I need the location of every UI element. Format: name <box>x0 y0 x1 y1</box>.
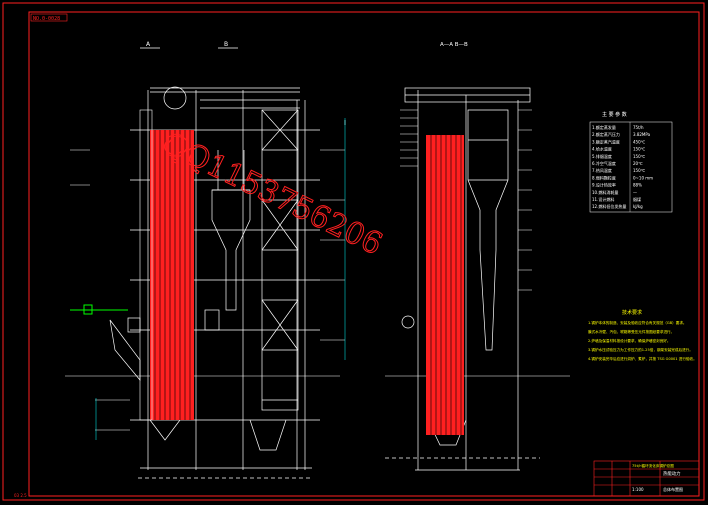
view-marker-a: A <box>146 41 151 48</box>
title-block-project: 75t/h循环流化床锅炉总图 <box>632 463 674 468</box>
spec-row-name: 4.给水温度 <box>592 146 612 152</box>
spec-table-title: 主 要 参 数 <box>602 111 627 118</box>
left-elevation-view: A B <box>65 41 346 479</box>
right-cyclone <box>467 109 509 351</box>
note-line: 膜式水冷壁、汽包、联箱等受压元件按图纸要求进行。 <box>588 329 674 334</box>
right-section-view: A—A B—B <box>385 42 570 471</box>
title-block-company: 热能动力 <box>663 470 681 477</box>
left-furnace-waterwall <box>139 109 194 421</box>
left-dimension-marks <box>95 118 346 440</box>
spec-row-name: 11.设计燃料 <box>592 196 614 202</box>
cyclone-separator <box>211 189 251 311</box>
spec-row-value: 150℃ <box>633 168 646 173</box>
drawing-number-tag-box <box>30 13 68 22</box>
technical-notes: 技术要求 1.锅炉本体的制造、安装及验收应符合有关规范（GB）要求。 膜式水冷壁… <box>588 309 697 361</box>
right-view-title: A—A B—B <box>440 42 468 48</box>
note-line: 2.炉墙及保温材料按设计要求，确保炉墙密封良好。 <box>588 338 671 343</box>
title-block-drawing-no: 总体布置图 <box>663 486 683 492</box>
spec-row-value: 150℃ <box>633 147 646 152</box>
spec-row-value: — <box>633 190 637 195</box>
bottom-corner-code: 03 2.5 <box>14 493 27 498</box>
spec-row-name: 12.燃料低位发热量 <box>592 203 626 209</box>
manhole-left <box>401 315 415 329</box>
spec-row-name: 5.排烟温度 <box>592 153 612 159</box>
spec-row-value: 75t/h <box>633 125 644 130</box>
spec-row-name: 2.额定蒸汽压力 <box>592 131 620 137</box>
spec-row-value: 0~10 mm <box>633 175 653 180</box>
feed-chute <box>109 319 141 381</box>
title-block-scale: 1:100 <box>632 487 644 492</box>
spec-row-value: 150℃ <box>633 154 646 159</box>
spec-row-name: 1.额定蒸发量 <box>592 124 616 130</box>
title-block <box>593 460 700 497</box>
spec-row-name: 8.燃料颗粒度 <box>592 174 616 180</box>
spec-row-value: 88% <box>633 183 642 188</box>
spec-row-name: 3.额定蒸汽温度 <box>592 138 620 144</box>
sheet-inner-frame <box>28 11 700 497</box>
spec-row-name: 9.设计热效率 <box>592 182 616 188</box>
spec-row-name: 6.冷空气温度 <box>592 160 616 166</box>
spec-row-value: 450℃ <box>633 139 646 144</box>
spec-row-value: kJ/kg <box>633 204 643 209</box>
steam-drum <box>163 86 187 110</box>
spec-row-name: 10.燃料消耗量 <box>592 189 618 195</box>
note-line: 3.锅炉水压试验压力为工作压力的1.25倍，钢架安装完成后进行。 <box>588 347 693 352</box>
spec-table: 主 要 参 数 1.额定蒸发量 75t/h 2.额定蒸汽压力 3.82MPa 3.额定蒸… <box>589 111 673 213</box>
fuel-feed-pipe <box>70 304 128 315</box>
drawing-number-tag: NO.0-0028 <box>33 16 60 22</box>
spec-row-value: 20℃ <box>633 161 643 166</box>
back-pass-column <box>261 109 299 411</box>
note-line: 1.锅炉本体的制造、安装及验收应符合有关规范（GB）要求。 <box>588 320 687 325</box>
notes-lines: 1.锅炉本体的制造、安装及验收应符合有关规范（GB）要求。 膜式水冷壁、汽包、联… <box>588 320 697 361</box>
right-furnace-waterwall <box>426 135 464 435</box>
spec-rows: 1.额定蒸发量 75t/h 2.额定蒸汽压力 3.82MPa 3.额定蒸汽温度 450℃ 4… <box>592 124 653 209</box>
notes-title: 技术要求 <box>622 309 642 316</box>
view-marker-b: B <box>224 41 228 48</box>
air-preheater-box <box>204 309 220 331</box>
spec-row-value: 3.82MPa <box>633 132 651 137</box>
note-line: 4.锅炉安装完毕后应进行烘炉、煮炉，并按 TSG G0001 进行验收。 <box>588 356 697 361</box>
spec-row-name: 7.热风温度 <box>592 167 612 173</box>
spec-row-value: 烟煤 <box>633 196 641 202</box>
